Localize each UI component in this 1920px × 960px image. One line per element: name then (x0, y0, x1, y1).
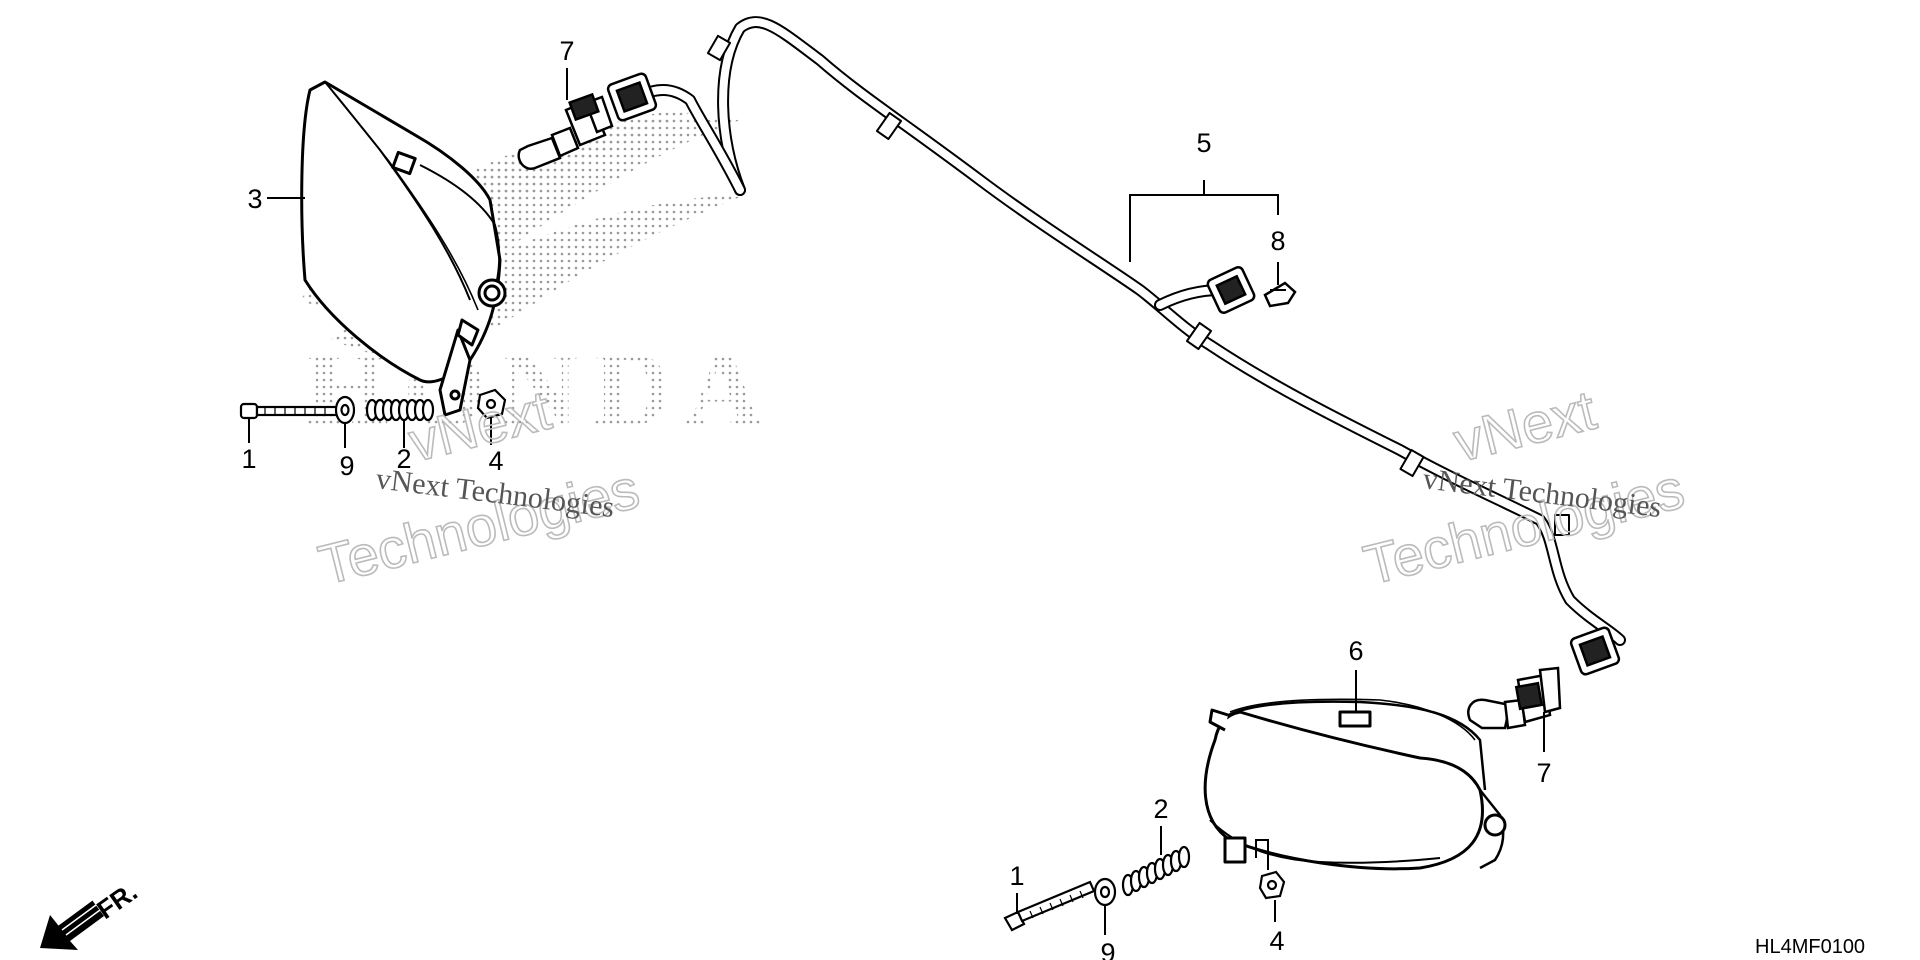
harness-connector-left (606, 72, 658, 122)
left-nut (476, 388, 507, 420)
callout-clip: 8 (1270, 226, 1285, 256)
watermark-right: vNext Technologies vNext Technologies (1357, 377, 1691, 597)
right-bulb (1467, 666, 1562, 730)
clip-part-8 (1263, 281, 1297, 308)
callout-left-bulb: 7 (559, 36, 574, 66)
callout-right-spring: 2 (1153, 794, 1168, 824)
callout-harness: 5 (1196, 128, 1211, 158)
left-washer (334, 395, 356, 425)
callout-left-nut: 4 (488, 446, 503, 476)
left-spring (365, 398, 435, 422)
callout-right-washer: 9 (1100, 938, 1115, 960)
harness-connector-right (1569, 626, 1621, 676)
wire-harness (634, 16, 1626, 646)
front-direction-arrow-icon (40, 899, 104, 950)
left-bolt (239, 402, 339, 420)
callout-left-bolt: 1 (241, 444, 256, 474)
callout-left-washer: 9 (339, 451, 354, 481)
left-headlight (300, 80, 507, 417)
callout-right-nut: 4 (1269, 926, 1284, 956)
diagram-code: HL4MF0100 (1755, 936, 1865, 958)
left-bulb (517, 92, 614, 171)
harness-connector-middle (1206, 266, 1256, 314)
right-nut (1258, 870, 1286, 900)
callout-right-bolt: 1 (1009, 861, 1024, 891)
callout-left-headlight: 3 (247, 184, 262, 214)
right-spring (1121, 845, 1191, 897)
watermark-right-outline-line1: vNext (1448, 378, 1603, 474)
right-headlight (1203, 698, 1507, 871)
callout-right-bulb: 7 (1536, 758, 1551, 788)
callout-left-spring: 2 (396, 444, 411, 474)
leader-lines (248, 68, 1545, 935)
right-washer (1093, 877, 1117, 907)
callout-right-headlight: 6 (1348, 636, 1363, 666)
